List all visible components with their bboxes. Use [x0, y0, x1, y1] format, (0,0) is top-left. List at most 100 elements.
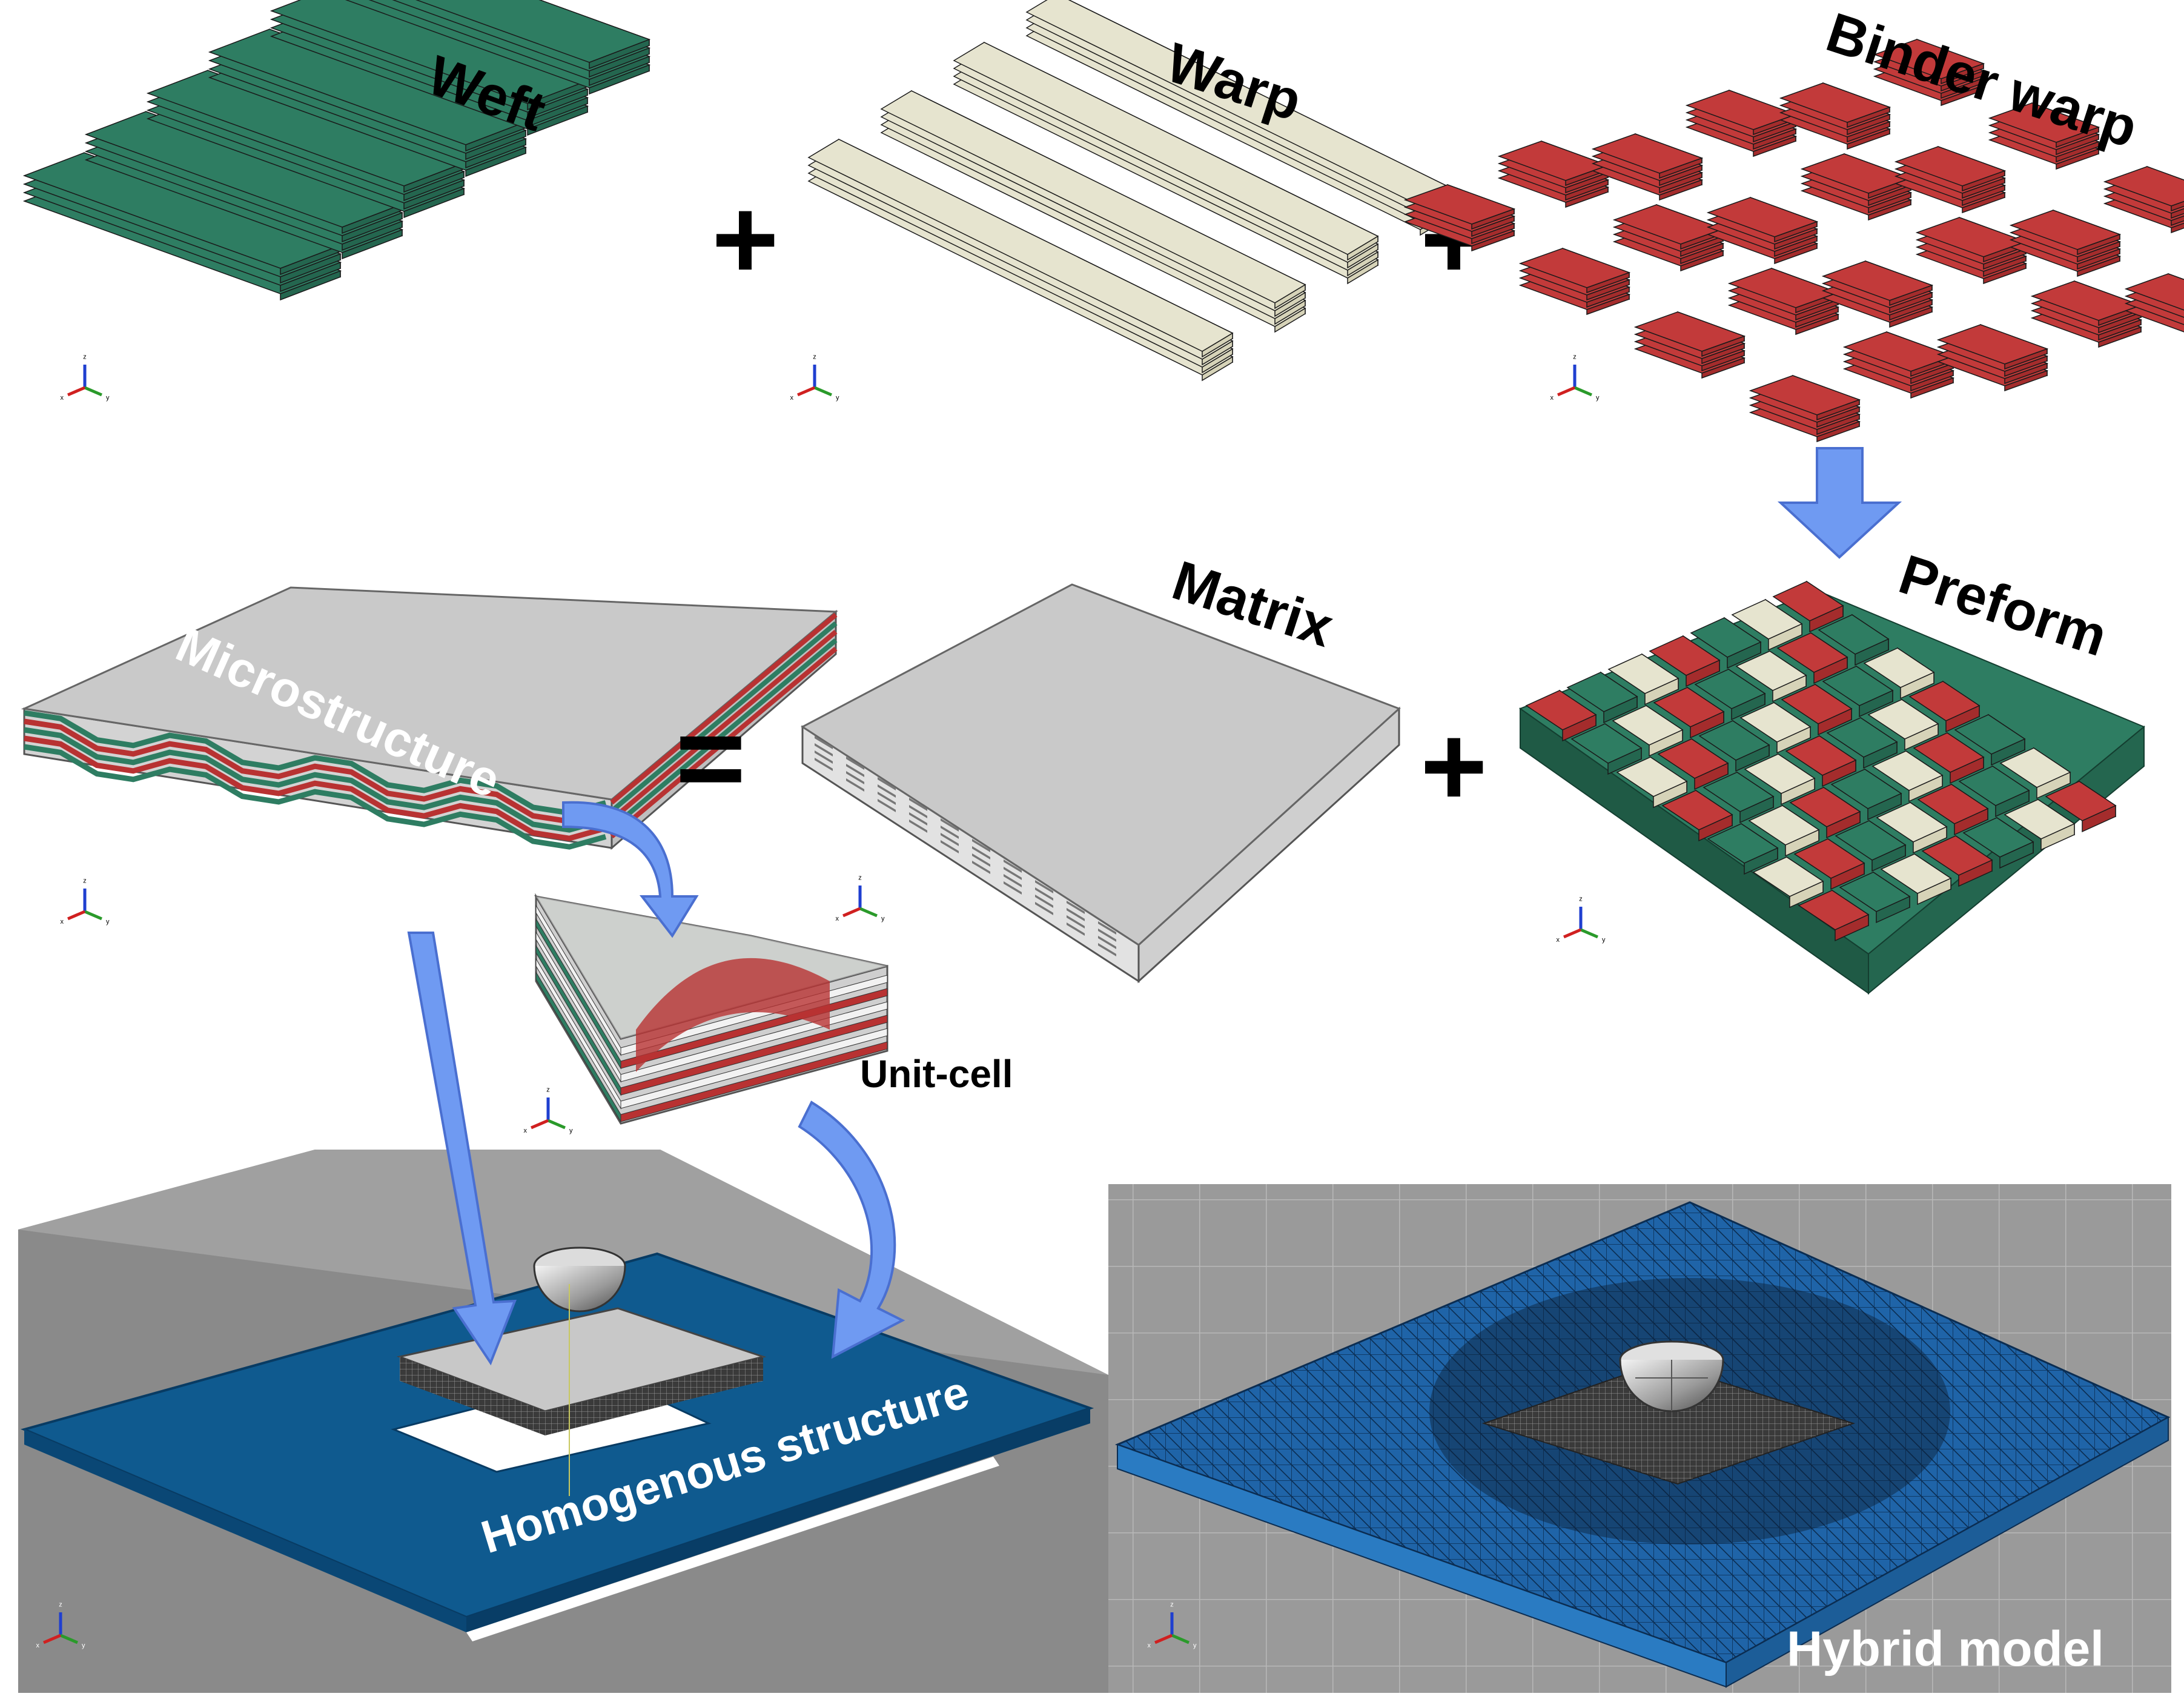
matrix-void [972, 861, 990, 874]
axis-letter: y [881, 915, 885, 922]
axis-triad-icon: z y x [60, 878, 110, 926]
unit-cell-model [534, 893, 888, 1125]
matrix-void [1004, 859, 1022, 873]
hybrid-model-label: Hybrid model [1787, 1621, 2104, 1677]
matrix-void [1004, 867, 1022, 880]
matrix-void [909, 798, 927, 811]
axis-letter: y [1602, 936, 1606, 944]
microstructure-yarn-layer [610, 638, 838, 830]
microstructure-yarn-layer [610, 646, 838, 839]
axis-letter: x [36, 1642, 39, 1649]
axis-letter: y [1596, 394, 1600, 402]
axis-letter: x [60, 394, 64, 402]
matrix-void [1067, 915, 1085, 929]
axis-letter: y [82, 1642, 85, 1649]
axis-letter: z [1579, 896, 1583, 903]
matrix-void [878, 784, 896, 798]
matrix-void [941, 818, 959, 832]
axis-letter: z [1573, 354, 1577, 361]
equals-operator: = [675, 690, 746, 826]
axis-triad-icon: z y x [835, 875, 885, 923]
axis-letter: x [790, 394, 793, 402]
axis-triad-icon: z y x [60, 354, 110, 402]
matrix-void [972, 839, 990, 852]
unit-cell-layer [620, 1041, 888, 1122]
binder-warp-model [1403, 38, 2184, 443]
matrix-void [846, 764, 864, 777]
unit-cell-layer [620, 1015, 888, 1096]
matrix-void [878, 799, 896, 812]
matrix-void [1098, 936, 1116, 949]
hybrid-model-panel [1108, 1184, 2171, 1693]
homogenous-panel [18, 1150, 1108, 1693]
microstructure-yarn-cross-section [24, 612, 838, 850]
axis-triad-icon: z y x [790, 354, 839, 402]
matrix-void [878, 777, 896, 790]
axis-triad-icon: z y x [1147, 1601, 1197, 1650]
microstructure-yarn-layer [24, 727, 607, 833]
axis-letter: x [835, 915, 839, 922]
matrix-void [815, 758, 833, 771]
plus-operator-3: + [1420, 702, 1487, 830]
matrix-void [1035, 895, 1053, 908]
matrix-void [815, 750, 833, 764]
matrix-void [1004, 874, 1022, 887]
axis-letter: y [1193, 1642, 1197, 1649]
matrix-void [909, 812, 927, 826]
matrix-void [1098, 929, 1116, 942]
matrix-void [909, 805, 927, 818]
down-arrow [1777, 447, 1902, 559]
matrix-void [1035, 880, 1053, 893]
matrix-void [1067, 901, 1085, 914]
matrix-void [972, 853, 990, 867]
axis-letter: z [83, 354, 87, 361]
axis-letter: y [836, 394, 839, 402]
warp-yarn-model [807, 0, 1452, 382]
matrix-void [1067, 908, 1085, 921]
microstructure-yarn-layer [24, 710, 607, 816]
axis-letter: x [60, 918, 64, 925]
axis-triad-icon: z y x [1550, 354, 1600, 402]
axis-triad-icon: z y x [523, 1087, 573, 1135]
weft-yarn-model [22, 0, 651, 301]
microstructure-yarn-layer [610, 629, 838, 822]
matrix-void [1067, 922, 1085, 936]
axis-letter: y [569, 1127, 573, 1134]
axis-letter: z [546, 1087, 550, 1094]
axis-letter: z [813, 354, 816, 361]
matrix-void [941, 840, 959, 853]
matrix-void [1098, 943, 1116, 956]
axis-letter: z [858, 875, 862, 882]
unit-cell-layer [620, 1028, 888, 1109]
microstructure-yarn-layer [24, 744, 607, 850]
axis-letter: y [106, 394, 110, 402]
axis-letter: y [106, 918, 110, 925]
matrix-model [801, 583, 1401, 984]
matrix-void [1004, 881, 1022, 895]
matrix-void [1035, 902, 1053, 915]
matrix-void [1035, 887, 1053, 901]
matrix-void [941, 826, 959, 839]
axis-letter: x [1147, 1642, 1151, 1649]
axis-letter: x [523, 1127, 527, 1134]
microstructure-model [21, 586, 838, 850]
axis-letter: x [1550, 394, 1554, 402]
microstructure-yarn-layer [610, 612, 838, 805]
microstructure-yarn-layer [610, 621, 838, 813]
preform-model [1518, 580, 2145, 995]
microstructure-yarn-layer [24, 735, 607, 841]
axis-letter: x [1556, 936, 1560, 944]
matrix-void [878, 792, 896, 805]
arrow-micro-to-homogenous [407, 932, 517, 1366]
axis-letter: z [1170, 1601, 1174, 1609]
matrix-void [972, 846, 990, 859]
microstructure-yarn-layer [24, 718, 607, 824]
axis-triad-icon: z y x [36, 1601, 85, 1650]
matrix-void [815, 736, 833, 749]
axis-letter: z [83, 878, 87, 885]
axis-letter: z [59, 1601, 62, 1609]
matrix-void-pattern [815, 736, 1116, 956]
axis-triad-icon: z y x [1556, 896, 1606, 944]
matrix-void [846, 771, 864, 784]
